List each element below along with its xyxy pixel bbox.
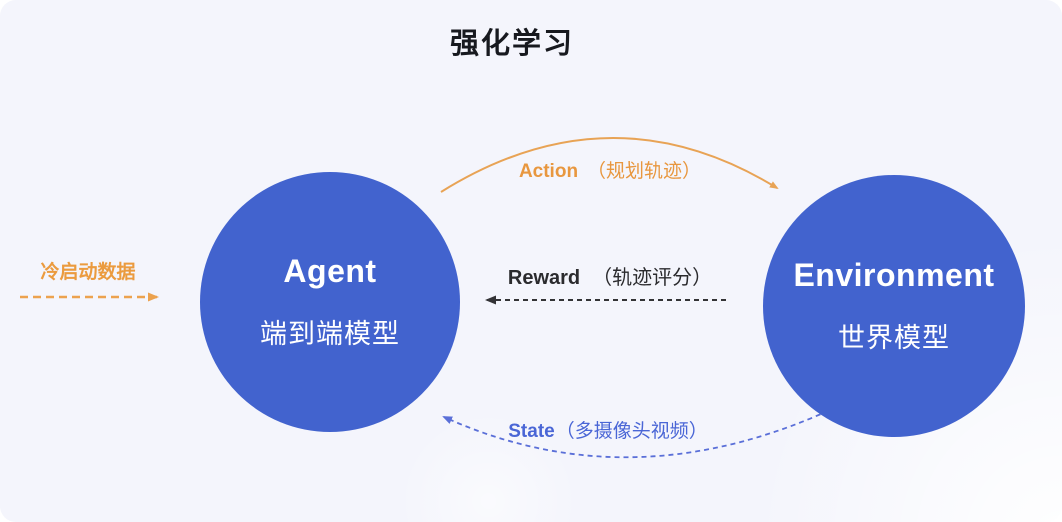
action-label-detail: （规划轨迹） [587,161,702,182]
agent-node-subtitle: 端到端模型 [260,319,400,349]
diagram-title: 强化学习 [449,28,575,60]
agent-node-title: Agent [283,253,377,289]
reward-edge-label: Reward （轨迹评分） [508,261,712,290]
cold-start-label-text: 冷启动数据 [40,262,136,283]
environment-node-title: Environment [793,257,995,293]
agent-node: Agent 端到端模型 [200,172,460,432]
state-edge-label: State （多摄像头视频） [508,416,707,443]
environment-node-subtitle: 世界模型 [838,323,950,353]
cold-start-edge-label: 冷启动数据 [40,257,135,284]
action-edge-label: Action （规划轨迹） [519,156,701,183]
environment-node: Environment 世界模型 [763,175,1025,437]
reward-label-text: Reward [507,267,581,289]
reward-label-detail: （轨迹评分） [592,267,713,289]
action-label-text: Action [518,161,579,182]
state-label-text: State [508,421,555,442]
state-label-detail: （多摄像头视频） [555,421,708,442]
